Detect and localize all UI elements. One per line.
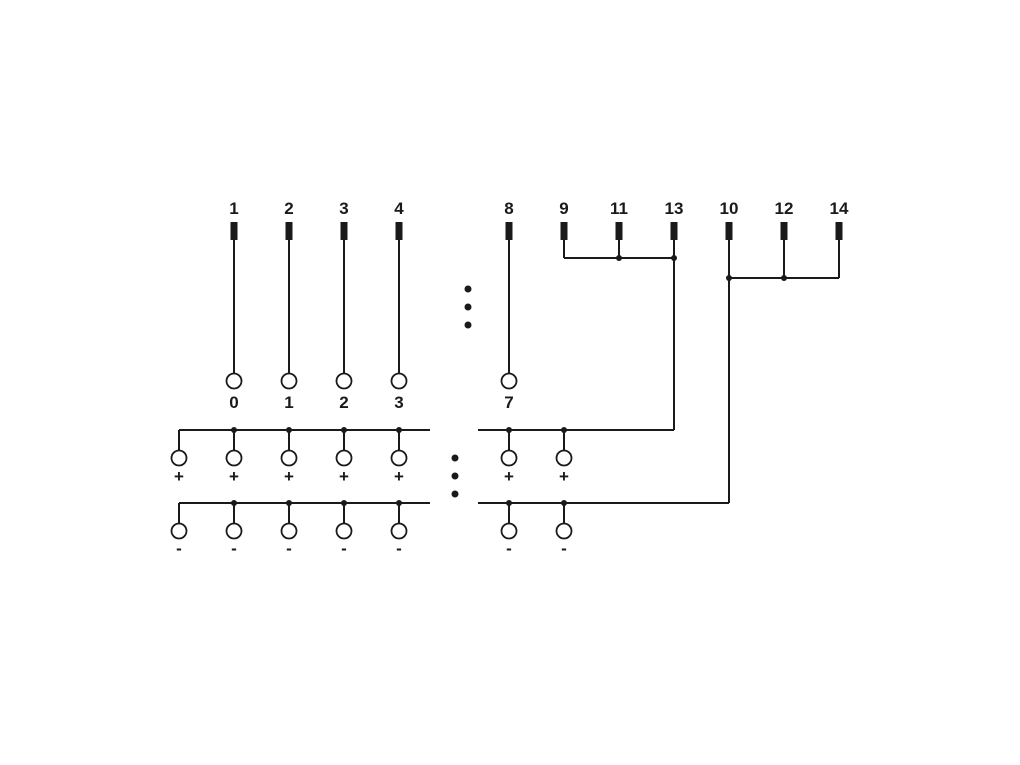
label: - bbox=[176, 539, 182, 558]
terminal-circle bbox=[225, 449, 243, 467]
label: 0 bbox=[229, 393, 238, 412]
ellipsis-dot bbox=[464, 303, 472, 311]
pin-block bbox=[285, 222, 293, 240]
terminal-circle bbox=[390, 372, 408, 390]
terminal-circle bbox=[500, 522, 518, 540]
ellipsis-dot bbox=[464, 321, 472, 329]
terminal-circle bbox=[280, 449, 298, 467]
label: 14 bbox=[830, 199, 849, 218]
terminal-circle bbox=[555, 522, 573, 540]
terminal-circle bbox=[390, 522, 408, 540]
label: - bbox=[396, 539, 402, 558]
terminal-circle bbox=[170, 522, 188, 540]
pin-block bbox=[835, 222, 843, 240]
junction-dot bbox=[616, 255, 622, 261]
ellipsis-dot bbox=[451, 490, 459, 498]
label: - bbox=[506, 539, 512, 558]
label: + bbox=[229, 467, 239, 486]
pin-block bbox=[670, 222, 678, 240]
terminal-circle bbox=[555, 449, 573, 467]
pin-block bbox=[230, 222, 238, 240]
label: 4 bbox=[394, 199, 404, 218]
terminal-circle bbox=[280, 522, 298, 540]
terminal-circle bbox=[335, 372, 353, 390]
ellipsis-dot bbox=[451, 454, 459, 462]
label: 12 bbox=[775, 199, 794, 218]
pin-block bbox=[395, 222, 403, 240]
label: 1 bbox=[284, 393, 293, 412]
label: 9 bbox=[559, 199, 568, 218]
label: 8 bbox=[504, 199, 513, 218]
terminal-circle bbox=[500, 449, 518, 467]
label: 7 bbox=[504, 393, 513, 412]
terminal-circle bbox=[390, 449, 408, 467]
pin-block bbox=[340, 222, 348, 240]
label: 1 bbox=[229, 199, 238, 218]
terminal-circle bbox=[335, 449, 353, 467]
pin-block bbox=[560, 222, 568, 240]
label: + bbox=[339, 467, 349, 486]
junction-dot bbox=[781, 275, 787, 281]
label: 2 bbox=[284, 199, 293, 218]
pin-block bbox=[505, 222, 513, 240]
label: 13 bbox=[665, 199, 684, 218]
label: - bbox=[561, 539, 567, 558]
label: 10 bbox=[720, 199, 739, 218]
ellipsis-dot bbox=[464, 285, 472, 293]
label: 3 bbox=[339, 199, 348, 218]
label: + bbox=[284, 467, 294, 486]
terminal-circle bbox=[500, 372, 518, 390]
pin-block bbox=[780, 222, 788, 240]
terminal-circle bbox=[335, 522, 353, 540]
pin-block bbox=[725, 222, 733, 240]
label: 11 bbox=[610, 199, 628, 218]
label: - bbox=[286, 539, 292, 558]
pin-block bbox=[615, 222, 623, 240]
terminal-circle bbox=[225, 522, 243, 540]
label: + bbox=[504, 467, 514, 486]
terminal-circle bbox=[280, 372, 298, 390]
terminal-circle bbox=[225, 372, 243, 390]
label: + bbox=[174, 467, 184, 486]
label: - bbox=[341, 539, 347, 558]
label: 3 bbox=[394, 393, 403, 412]
ellipsis-dot bbox=[451, 472, 459, 480]
label: 2 bbox=[339, 393, 348, 412]
label: + bbox=[559, 467, 569, 486]
label: + bbox=[394, 467, 404, 486]
terminal-circle bbox=[170, 449, 188, 467]
label: - bbox=[231, 539, 237, 558]
